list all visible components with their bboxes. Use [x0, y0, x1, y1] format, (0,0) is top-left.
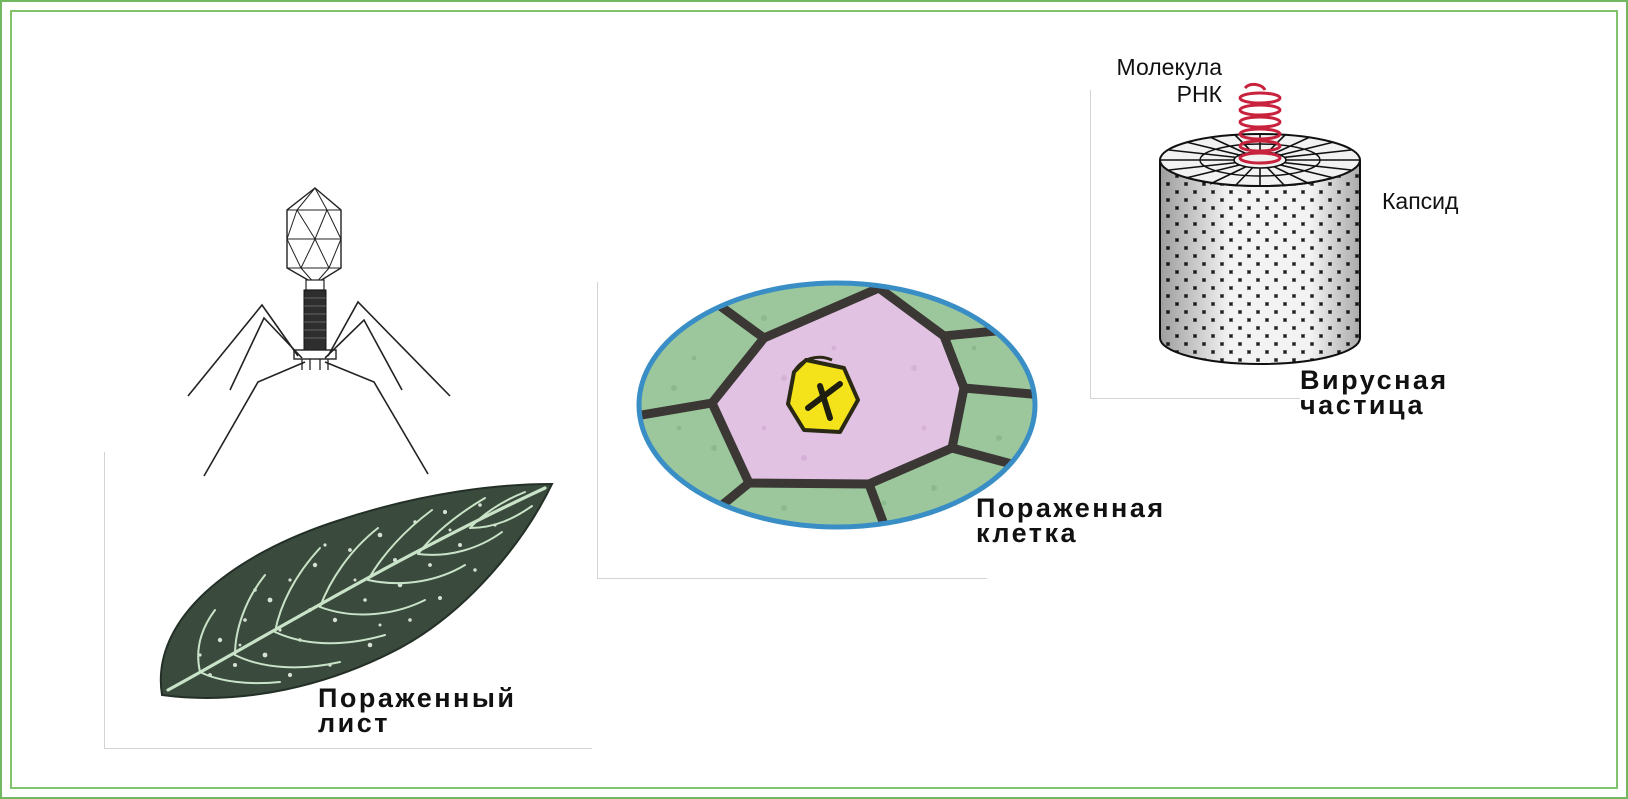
- virus-particle-illustration: [1150, 80, 1380, 380]
- cell-panel-edge-left: [597, 282, 598, 578]
- rna-molecule-label: Молекула РНК: [1034, 54, 1222, 108]
- infected-cell-label: Пораженная клетка: [976, 496, 1166, 546]
- bacteriophage-illustration: [176, 180, 466, 480]
- virus-particle-label-line2: частица: [1300, 393, 1449, 418]
- rna-molecule-label-line1: Молекула: [1034, 54, 1222, 81]
- infected-cell-label-line2: клетка: [976, 521, 1166, 546]
- infected-leaf-label: Пораженный лист: [318, 686, 516, 736]
- leaf-panel-edge-bottom: [104, 748, 592, 749]
- infected-leaf-label-line2: лист: [318, 711, 516, 736]
- particle-panel-edge-bottom: [1090, 398, 1300, 399]
- rna-molecule-label-line2: РНК: [1034, 81, 1222, 108]
- capsid-label: Капсид: [1382, 188, 1458, 215]
- cell-panel-edge-bottom: [597, 578, 987, 579]
- capsid-label-text: Капсид: [1382, 188, 1458, 215]
- particle-panel-edge-left: [1090, 90, 1091, 398]
- virus-particle-label: Вирусная частица: [1300, 368, 1449, 418]
- infected-leaf-illustration: [140, 470, 560, 715]
- leaf-panel-edge-left: [104, 452, 105, 748]
